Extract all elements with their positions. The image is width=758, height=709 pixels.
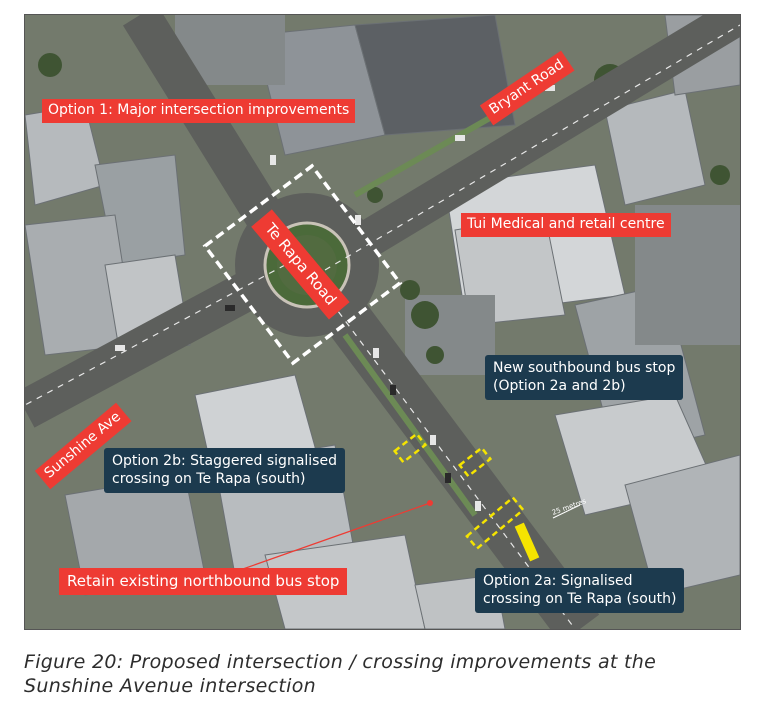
tui-medical-label: Tui Medical and retail centre [461,213,671,237]
figure-caption: Figure 20: Proposed intersection / cross… [24,651,657,697]
retain-stop-pointer [239,502,431,571]
option2a-label: Option 2a: Signalised crossing on Te Rap… [475,568,685,613]
new-southbound-stop-label: New southbound bus stop (Option 2a and 2… [485,355,684,400]
crossing-box-west [392,432,428,464]
crossing-box-east [457,446,493,478]
option1-dashed-boundary [202,163,403,366]
option1-label: Option 1: Major intersection improvement… [42,99,356,123]
crossing-box-option2a [465,495,525,551]
aerial-map: 25 metres Option 1: Major intersection i… [24,14,741,630]
option2b-label: Option 2b: Staggered signalised crossing… [104,448,345,493]
scale-bar [552,504,581,519]
retain-northbound-label: Retain existing northbound bus stop [59,568,348,595]
new-bus-stop-bar [514,522,540,562]
